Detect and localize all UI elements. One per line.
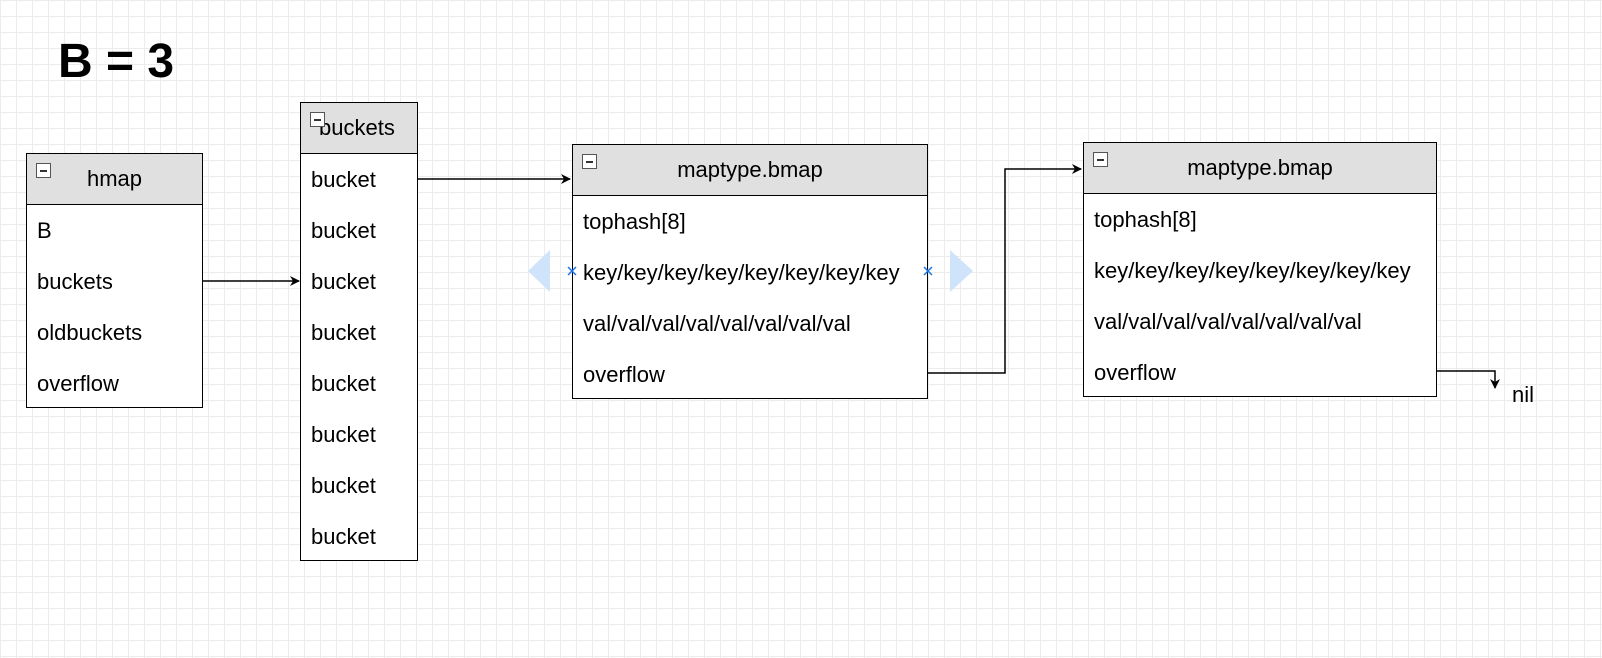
- bmap-box-2[interactable]: maptype.bmap tophash[8] key/key/key/key/…: [1083, 142, 1437, 397]
- bucket-item[interactable]: bucket: [311, 269, 376, 294]
- buckets-box[interactable]: buckets bucket bucket bucket bucket buck…: [300, 102, 418, 561]
- bmap-field-overflow[interactable]: overflow: [1094, 360, 1176, 385]
- bmap-field-keys[interactable]: key/key/key/key/key/key/key/key: [583, 260, 900, 285]
- buckets-header[interactable]: buckets: [301, 103, 417, 154]
- bucket-item[interactable]: bucket: [311, 524, 376, 549]
- hmap-header[interactable]: hmap: [27, 154, 202, 205]
- bmap-field-tophash[interactable]: tophash[8]: [583, 209, 686, 234]
- bmap-field-keys[interactable]: key/key/key/key/key/key/key/key: [1094, 258, 1411, 283]
- bucket-item[interactable]: bucket: [311, 167, 376, 192]
- bmap-header[interactable]: maptype.bmap: [573, 145, 927, 196]
- nil-label: nil: [1512, 382, 1535, 407]
- bmap-field-tophash[interactable]: tophash[8]: [1094, 207, 1197, 232]
- collapse-icon[interactable]: [582, 154, 597, 169]
- page-title: B = 3: [58, 35, 175, 88]
- bmap-box-1[interactable]: maptype.bmap tophash[8] key/key/key/key/…: [572, 144, 928, 399]
- bmap-field-overflow[interactable]: overflow: [583, 362, 665, 387]
- bmap-field-vals[interactable]: val/val/val/val/val/val/val/val: [1094, 309, 1362, 334]
- connection-point-icon[interactable]: [567, 266, 577, 276]
- collapse-icon[interactable]: [310, 112, 325, 127]
- bucket-item[interactable]: bucket: [311, 218, 376, 243]
- bmap-title: maptype.bmap: [1187, 155, 1333, 180]
- bmap-header[interactable]: maptype.bmap: [1084, 143, 1436, 194]
- connection-point-icon[interactable]: [923, 266, 933, 276]
- hmap-field-oldbuckets[interactable]: oldbuckets: [37, 320, 143, 345]
- hmap-box[interactable]: hmap B buckets oldbuckets overflow: [26, 153, 203, 408]
- bucket-item[interactable]: bucket: [311, 422, 376, 447]
- bucket-item[interactable]: bucket: [311, 473, 376, 498]
- chevron-right-icon[interactable]: [950, 250, 973, 292]
- hmap-title: hmap: [86, 166, 143, 191]
- hmap-field-overflow[interactable]: overflow: [37, 371, 119, 396]
- edge-overflow-bmap2[interactable]: [928, 164, 1082, 374]
- bmap-title: maptype.bmap: [677, 157, 823, 182]
- collapse-icon[interactable]: [1093, 152, 1108, 167]
- collapse-icon[interactable]: [36, 163, 51, 178]
- hmap-field-b[interactable]: B: [37, 218, 52, 243]
- hmap-field-buckets[interactable]: buckets: [37, 269, 113, 294]
- bucket-item[interactable]: bucket: [311, 371, 376, 396]
- bmap-field-vals[interactable]: val/val/val/val/val/val/val/val: [583, 311, 851, 336]
- chevron-left-icon[interactable]: [528, 250, 550, 292]
- edge-overflow-nil[interactable]: [1437, 370, 1500, 389]
- buckets-title: buckets: [319, 115, 395, 140]
- bucket-item[interactable]: bucket: [311, 320, 376, 345]
